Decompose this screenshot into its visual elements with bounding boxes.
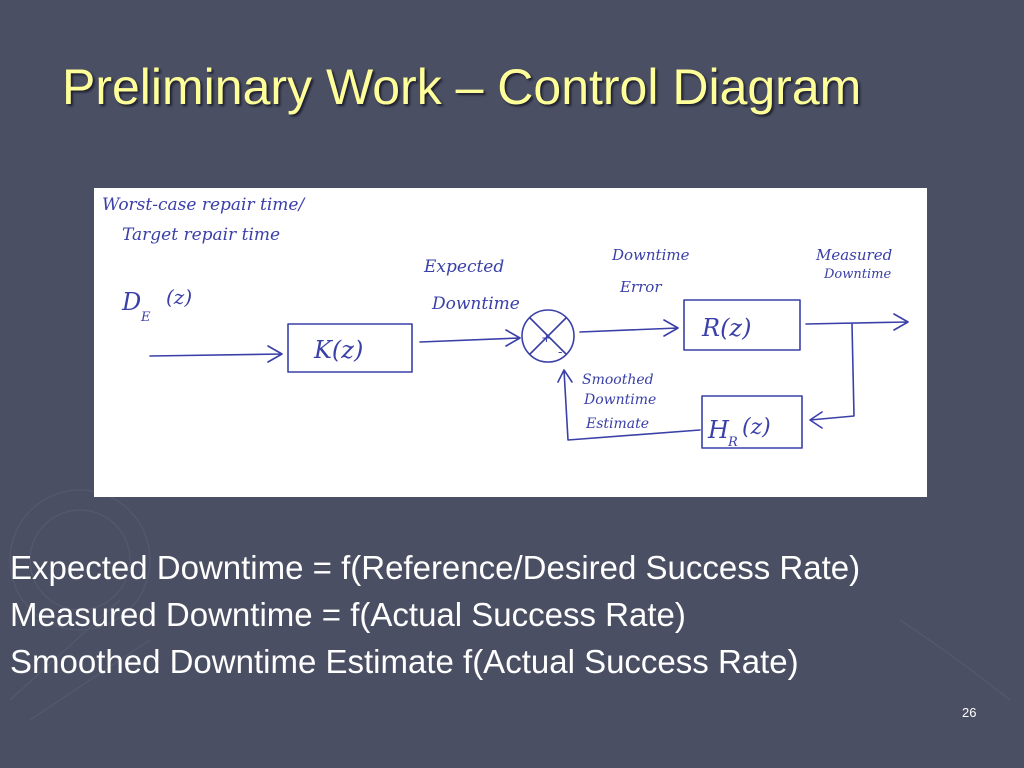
notes: Expected Downtime = f(Reference/Desired …	[10, 544, 1022, 685]
sum-minus-sign: -	[558, 345, 562, 360]
feedback-block-main: H	[707, 416, 730, 444]
input-label-line2: Target repair time	[122, 225, 280, 245]
error-label-line1: Downtime	[611, 246, 690, 264]
plant-block	[683, 299, 801, 351]
feedback-label-line3: Estimate	[585, 416, 649, 432]
feedback-block-sub: R	[727, 435, 738, 450]
input-signal-subscript: E	[140, 310, 151, 325]
error-label-line2: Error	[619, 278, 662, 296]
note-smoothed-estimate: Smoothed Downtime Estimate f(Actual Succ…	[10, 643, 799, 680]
expected-label-line2: Downtime	[431, 294, 520, 314]
summing-junction	[521, 309, 575, 363]
output-label-line2: Downtime	[823, 267, 891, 282]
feedback-path	[809, 323, 855, 429]
slide-title: Preliminary Work – Control Diagram	[62, 59, 862, 115]
input-signal-arg: (z)	[166, 285, 192, 309]
expected-label-line1: Expected	[423, 257, 504, 277]
feedback-label-line1: Smoothed	[582, 372, 654, 388]
input-label-line1: Worst-case repair time/	[102, 195, 306, 215]
summing-junction-cross	[529, 317, 567, 355]
feedback-block	[701, 395, 803, 449]
error-arrow	[579, 319, 679, 337]
note-measured-downtime: Measured Downtime = f(Actual Success Rat…	[10, 596, 686, 633]
input-signal: D	[121, 288, 141, 316]
reference-block	[287, 323, 413, 373]
page-number: 26	[962, 705, 977, 720]
note-expected-downtime: Expected Downtime = f(Reference/Desired …	[10, 549, 861, 586]
expected-downtime-arrow	[419, 329, 521, 347]
output-label-line1: Measured	[815, 246, 892, 264]
control-diagram: Worst-case repair time/ Target repair ti…	[94, 188, 927, 497]
output-arrow	[805, 313, 909, 331]
feedback-label-line2: Downtime	[583, 392, 656, 408]
plant-block-label: R(z)	[701, 314, 751, 342]
sum-plus-sign: +	[541, 331, 552, 346]
feedback-block-arg: (z)	[742, 415, 771, 440]
feedback-return-arrow	[557, 369, 701, 441]
input-arrow	[149, 345, 283, 363]
reference-block-label: K(z)	[313, 336, 363, 364]
